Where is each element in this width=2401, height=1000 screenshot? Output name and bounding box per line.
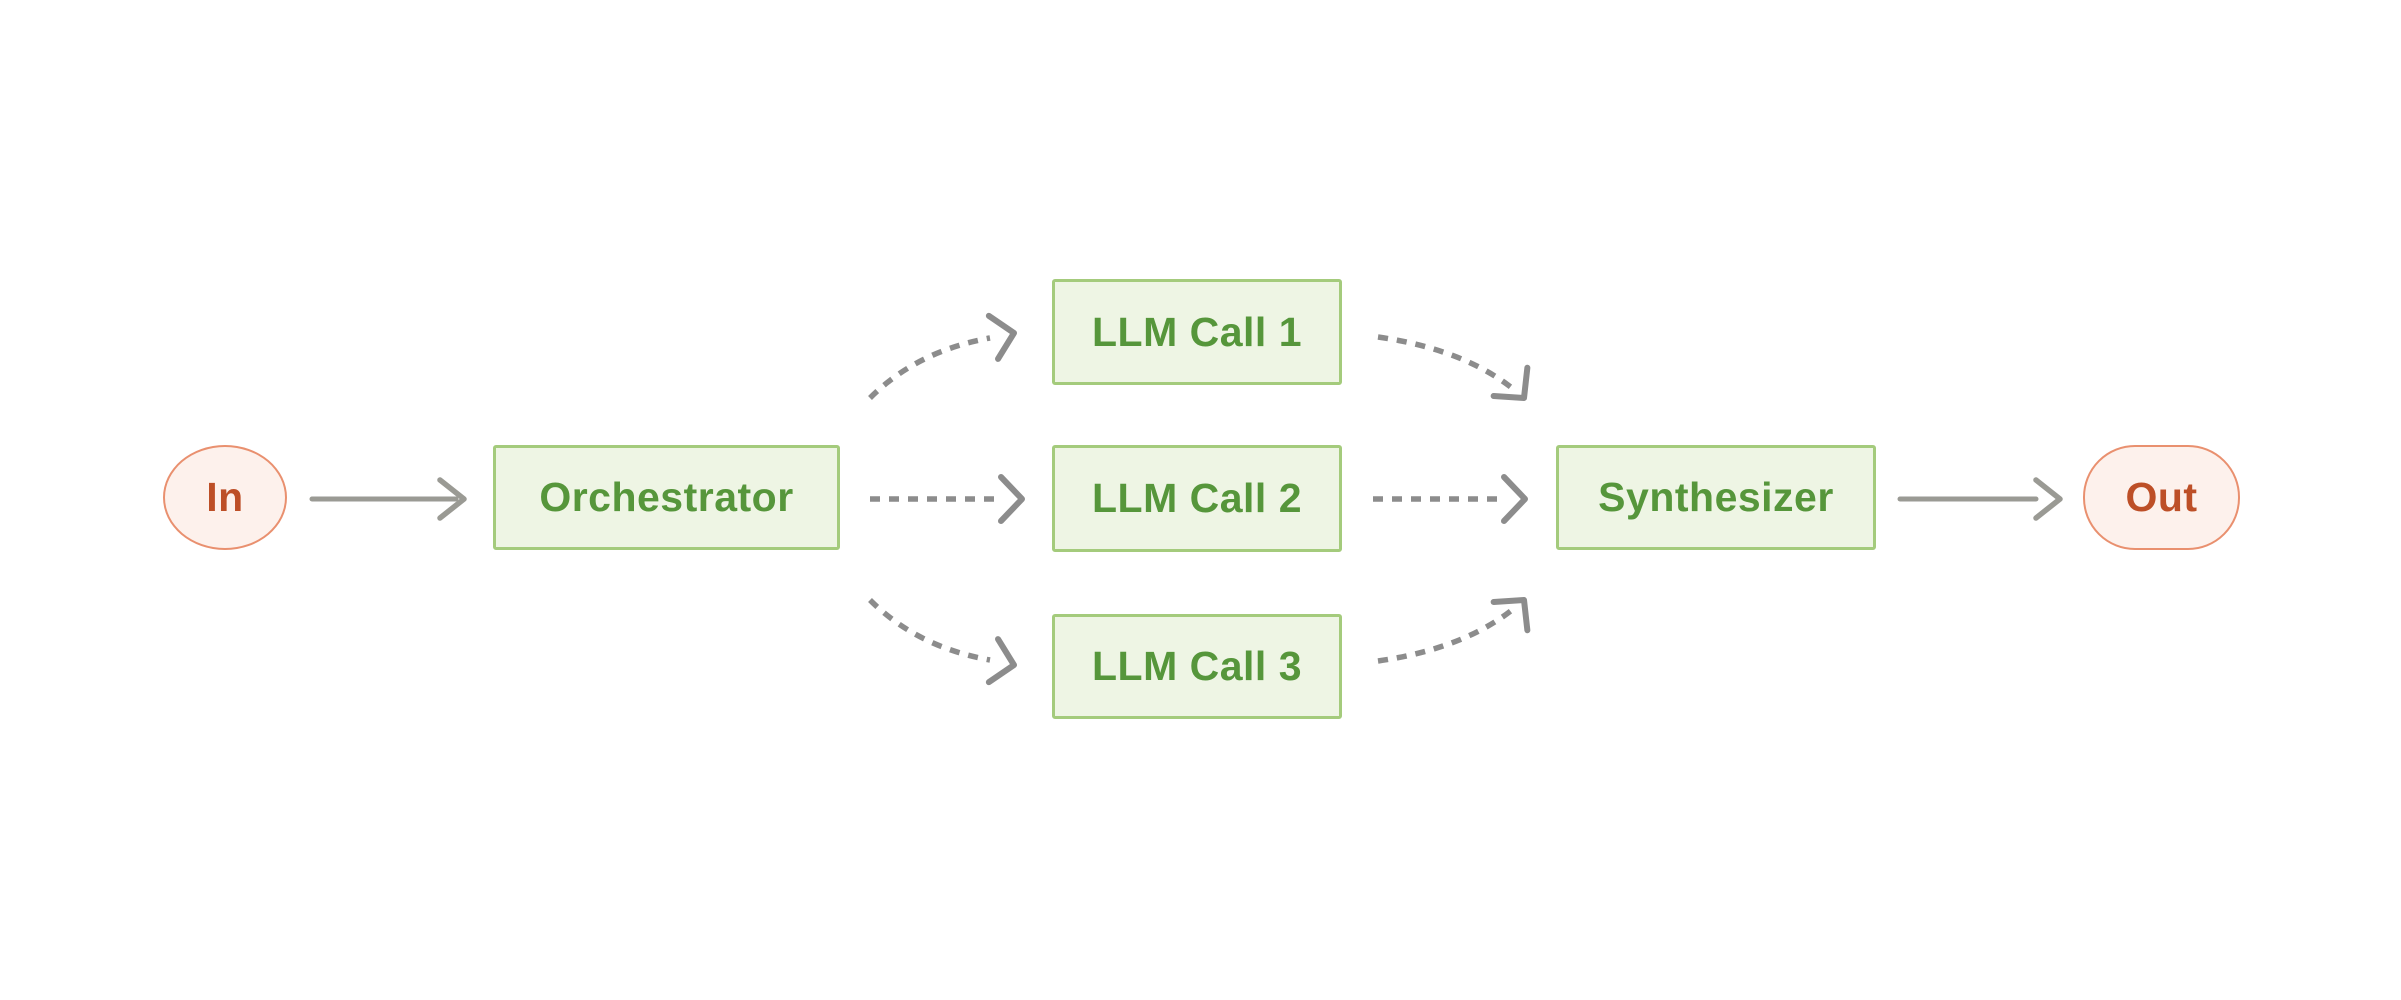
arrowhead-icon	[2033, 477, 2063, 521]
node-in: In	[163, 445, 287, 550]
arrowhead-icon	[985, 636, 1017, 686]
arrowhead-icon	[985, 312, 1017, 362]
arrow-in-to-orchestrator	[309, 477, 467, 521]
arrowhead-icon	[1501, 474, 1528, 524]
arrow-llm-call-1-to-synthesizer	[1377, 334, 1531, 401]
node-orchestrator-label: Orchestrator	[539, 474, 794, 520]
arrow-llm-call-2-to-synthesizer	[1373, 474, 1528, 524]
node-llm-call-1-label: LLM Call 1	[1091, 308, 1303, 355]
node-synthesizer: Synthesizer	[1556, 445, 1876, 550]
node-out: Out	[2083, 445, 2240, 550]
arrow-shaft	[868, 598, 991, 663]
node-out-label: Out	[2125, 474, 2198, 520]
arrow-orchestrator-to-llm-call-1	[868, 312, 1017, 400]
node-llm-call-2-label: LLM Call 2	[1091, 475, 1303, 521]
arrow-shaft	[868, 335, 991, 400]
arrow-llm-call-3-to-synthesizer	[1377, 597, 1531, 664]
node-in-label: In	[206, 474, 244, 520]
node-llm-call-1: LLM Call 1	[1052, 279, 1342, 385]
arrow-orchestrator-to-llm-call-2	[870, 474, 1025, 524]
arrowhead-icon	[1490, 364, 1531, 401]
node-llm-call-2: LLM Call 2	[1052, 445, 1342, 552]
arrowhead-icon	[1490, 597, 1531, 634]
node-llm-call-3-label: LLM Call 3	[1091, 643, 1303, 689]
arrow-orchestrator-to-llm-call-3	[868, 598, 1017, 686]
node-synthesizer-label: Synthesizer	[1598, 474, 1834, 520]
node-llm-call-3: LLM Call 3	[1052, 614, 1342, 719]
arrow-shaft	[1377, 607, 1514, 664]
arrowhead-icon	[437, 477, 467, 521]
arrow-shaft	[1377, 334, 1514, 391]
arrowhead-icon	[998, 474, 1025, 524]
node-orchestrator: Orchestrator	[493, 445, 840, 550]
arrow-synthesizer-to-out	[1897, 477, 2063, 521]
